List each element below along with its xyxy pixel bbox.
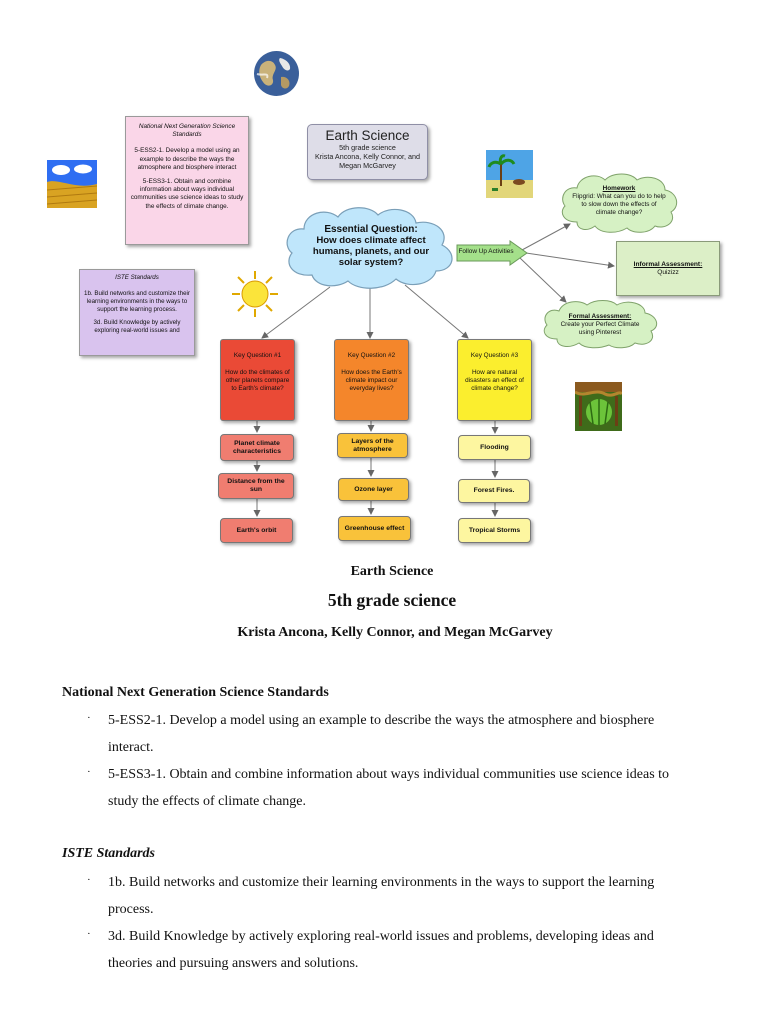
key-question-3-text: How are natural disasters an effect of c… [465,369,524,393]
iste-item-1-line2: process. [108,902,154,917]
iste-box-item2: 3d. Build Knowledge by actively explorin… [93,319,181,334]
iste-item-2-line2: theories and pursuing answers and soluti… [108,956,359,971]
informal-body: Quizizz [657,269,679,276]
kq2-topic-2: Ozone layer [338,478,409,501]
kq1-topic-1: Planet climate characteristics [220,434,294,461]
homework-body: Flipgrid: What can you do to help to slo… [572,193,666,216]
nss-item-2-line1: 5-ESS3-1. Obtain and combine information… [108,767,670,782]
bullet-icon: · [87,874,91,886]
follow-up-label: Follow Up Activities [458,248,514,255]
kq1-topic-3: Earth's orbit [220,518,293,543]
key-question-2-text: How does the Earth's climate impact our … [341,369,402,393]
rainforest-icon [575,382,622,431]
key-question-2-label: Key Question #2 [347,352,396,359]
iste-item-2: 3d. Build Knowledge by actively explorin… [108,923,728,977]
informal-assessment-box: Informal Assessment: Quizizz [616,241,720,296]
connector-lines [253,223,615,517]
key-question-1-text: How do the climates of other planets com… [225,369,290,393]
iste-box-title: ISTE Standards [115,274,159,281]
nss-box-item2: 5-ESS3-1. Obtain and combine information… [130,178,244,210]
desert-palm-icon [486,150,533,198]
homework-label: Homework [602,185,636,192]
title-box-authors: Krista Ancona, Kelly Connor, and Megan M… [314,152,421,170]
formal-label: Formal Assessment: [568,313,632,320]
informal-label: Informal Assessment: [633,261,703,268]
iste-item-2-line1: 3d. Build Knowledge by actively explorin… [108,929,654,944]
arrow-to-kq3 [404,284,469,339]
nss-standards-box: National Next Generation Science Standar… [125,116,249,245]
title-box-heading: Earth Science [325,128,410,143]
kq3-topic-1: Flooding [458,435,531,460]
essential-question-cloud [286,207,453,289]
kq1-topic-2: Distance from the sun [218,473,294,499]
arrow-to-homework [521,223,571,251]
arrow-to-kq1 [261,286,331,339]
sun-icon [232,271,278,317]
key-question-3: Key Question #3 How are natural disaster… [457,339,532,421]
homework-cloud [561,173,678,233]
iste-item-1: 1b. Build networks and customize their l… [108,869,728,923]
essential-question-label: Essential Question: [324,224,418,235]
bullet-icon: · [87,928,91,940]
doc-subtitle: 5th grade science [327,590,457,610]
earth-globe-icon [254,51,299,96]
arrow-to-formal [519,257,567,303]
doc-title: Earth Science [350,564,434,579]
nss-item-1-line1: 5-ESS2-1. Develop a model using an examp… [108,713,655,728]
arrow-to-informal [525,252,615,269]
essential-question-body: How does climate affect humans, planets,… [312,235,430,268]
key-question-1-label: Key Question #1 [233,352,282,359]
iste-box-item1: 1b. Build networks and customize their l… [84,290,190,313]
doc-authors: Krista Ancona, Kelly Connor, and Megan M… [237,625,553,640]
follow-up-arrow-shape [456,240,528,266]
nss-box-item1: 5-ESS2-1. Develop a model using an examp… [134,147,240,171]
iste-standards-box: ISTE Standards 1b. Build networks and cu… [79,269,195,356]
nss-item-1-line2: interact. [108,740,154,755]
essential-question-text: Essential Question: How does climate aff… [297,224,445,268]
title-box: Earth Science 5th grade science Krista A… [307,124,428,180]
title-box-subtitle: 5th grade science [339,143,396,152]
kq2-topic-1: Layers of the atmosphere [337,433,408,458]
nss-item-2: 5-ESS3-1. Obtain and combine information… [108,761,728,815]
key-question-1: Key Question #1 How do the climates of o… [220,339,295,421]
iste-heading: ISTE Standards [62,846,155,861]
nss-item-2-line2: study the effects of climate change. [108,794,306,809]
bullet-icon: · [87,712,91,724]
formal-assessment-cloud [543,300,658,349]
formal-assessment-text: Formal Assessment: Create your Perfect C… [556,313,644,337]
key-question-2: Key Question #2 How does the Earth's cli… [334,339,409,421]
key-question-3-label: Key Question #3 [470,352,519,359]
iste-item-1-line1: 1b. Build networks and customize their l… [108,875,655,890]
formal-body: Create your Perfect Climate using Pinter… [560,321,640,336]
nss-heading: National Next Generation Science Standar… [62,685,329,700]
kq3-topic-2: Forest Fires. [458,479,530,503]
kq3-topic-3: Tropical Storms [458,518,531,543]
wheat-field-icon [47,160,97,208]
kq2-topic-3: Greenhouse effect [338,516,411,541]
nss-box-title: National Next Generation Science Standar… [138,123,236,139]
bullet-icon: · [87,766,91,778]
nss-item-1: 5-ESS2-1. Develop a model using an examp… [108,707,728,761]
homework-text: Homework Flipgrid: What can you do to he… [572,185,666,217]
